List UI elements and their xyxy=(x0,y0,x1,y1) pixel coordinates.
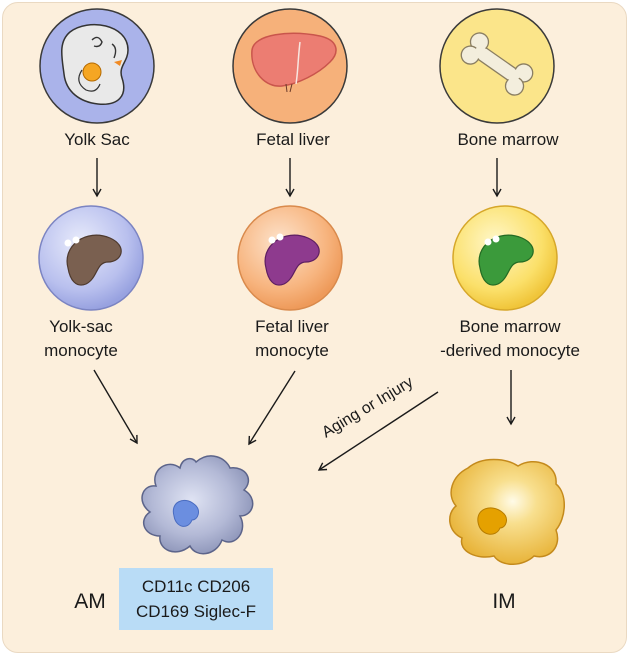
arrow-bone-marrow-monocyte-to-am xyxy=(317,391,439,471)
fetal-liver-monocyte-label-line1: Fetal liver xyxy=(255,317,329,336)
am-markers-box: CD11c CD206 CD169 Siglec-F xyxy=(119,568,273,630)
bone-marrow-monocyte-label: Bone marrow -derived monocyte xyxy=(440,315,580,363)
bone-icon xyxy=(439,8,555,124)
am-label: AM xyxy=(74,590,106,613)
interstitial-macrophage-icon xyxy=(449,458,565,565)
arrow-yolk-sac-monocyte-to-am xyxy=(93,369,138,445)
bone-marrow-monocyte-label-line1: Bone marrow xyxy=(459,317,561,336)
bone-marrow-monocyte-icon xyxy=(452,205,558,311)
yolk-sac-monocyte-label-line1: Yolk-sac xyxy=(49,317,113,336)
arrow-fetal-liver-monocyte-to-am xyxy=(248,370,296,446)
fetal-liver-monocyte-label: Fetal liver monocyte xyxy=(255,315,329,363)
yolk-sac-monocyte-label-line2: monocyte xyxy=(44,341,118,360)
alveolar-macrophage-icon xyxy=(141,455,254,555)
bone-marrow-monocyte-label-line2: -derived monocyte xyxy=(440,341,580,360)
yolk-sac-icon xyxy=(39,8,155,124)
am-markers-line2: CD169 Siglec-F xyxy=(136,602,256,621)
yolk-sac-monocyte-icon xyxy=(38,205,144,311)
fetal-liver-monocyte-icon xyxy=(237,205,343,311)
fetal-liver-icon xyxy=(232,8,348,124)
im-label: IM xyxy=(492,590,516,613)
fetal-liver-label: Fetal liver xyxy=(256,130,330,149)
yolk-sac-monocyte-label: Yolk-sac monocyte xyxy=(44,315,118,363)
am-markers-line1: CD11c CD206 xyxy=(141,577,251,596)
yolk-sac-label: Yolk Sac xyxy=(64,130,130,149)
fetal-liver-monocyte-label-line2: monocyte xyxy=(255,341,329,360)
bone-marrow-label: Bone marrow xyxy=(457,130,559,149)
